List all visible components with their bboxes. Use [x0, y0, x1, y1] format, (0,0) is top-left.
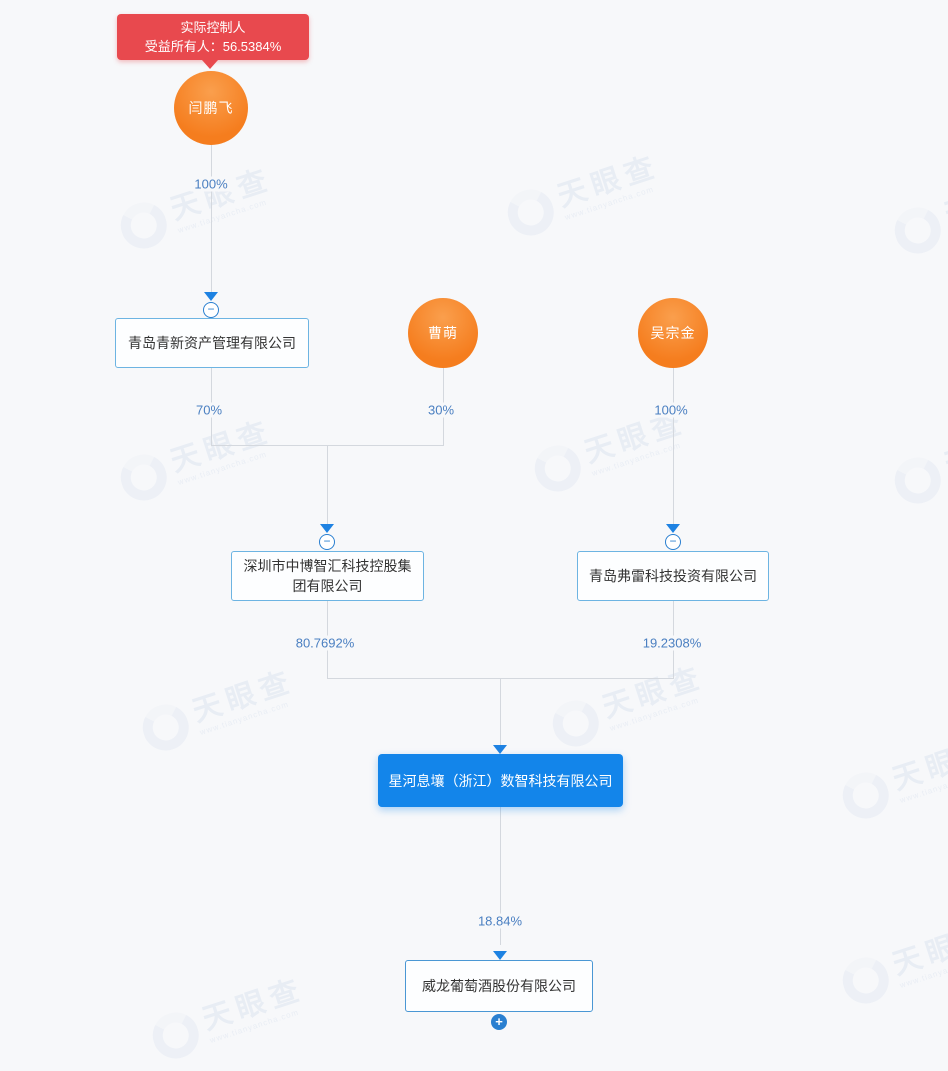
expand-icon[interactable]: + — [491, 1014, 507, 1030]
tianyancha-logo-icon — [501, 183, 560, 242]
shareholding-percent-xinghe-weilong: 18.84% — [473, 913, 527, 929]
arrow-down-icon — [666, 524, 680, 533]
tianyancha-logo-icon — [528, 439, 587, 498]
tianyancha-logo-icon — [836, 951, 895, 1010]
company-name: 青岛弗雷科技投资有限公司 — [589, 568, 757, 584]
company-name: 星河息壤（浙江）数智科技有限公司 — [388, 772, 613, 789]
tianyancha-logo-icon — [888, 201, 947, 260]
watermark-brand-text: 天眼查 — [166, 163, 277, 227]
actual-controller-badge: 实际控制人 受益所有人：56.5384% — [117, 14, 309, 60]
company-node-shenzhen-zhongbo[interactable]: 深圳市中博智汇科技控股集团有限公司 — [231, 551, 424, 601]
person-node-yanpengfei[interactable]: 闫鹏飞 — [174, 71, 248, 145]
arrow-down-icon — [493, 951, 507, 960]
badge-line2: 受益所有人：56.5384% — [144, 39, 282, 54]
connector-line — [500, 807, 501, 945]
badge-pointer — [202, 60, 218, 69]
company-node-xinghe-xirang[interactable]: 星河息壤（浙江）数智科技有限公司 — [378, 754, 623, 807]
tianyancha-logo-icon — [888, 451, 947, 510]
connector-line — [211, 145, 212, 292]
person-node-caomeng[interactable]: 曹萌 — [408, 298, 478, 368]
company-node-qingdao-qingxin[interactable]: 青岛青新资产管理有限公司 — [115, 318, 309, 368]
company-name: 威龙葡萄酒股份有限公司 — [422, 978, 576, 994]
shareholding-percent-zhongbo-xinghe: 80.7692% — [291, 635, 359, 651]
connector-line — [500, 678, 501, 745]
tianyancha-logo-icon — [114, 196, 173, 255]
tianyancha-logo-icon — [114, 448, 173, 507]
badge-line1: 实际控制人 — [180, 20, 246, 35]
arrow-down-icon — [204, 292, 218, 301]
shareholding-percent-fulei-xinghe: 19.2308% — [638, 635, 706, 651]
shareholding-percent-cao-zhongbo: 30% — [423, 402, 459, 418]
company-node-weilong[interactable]: 威龙葡萄酒股份有限公司 — [405, 960, 593, 1012]
company-name: 深圳市中博智汇科技控股集团有限公司 — [243, 558, 412, 594]
collapse-icon[interactable]: − — [203, 302, 219, 318]
arrow-down-icon — [493, 745, 507, 754]
tianyancha-logo-icon — [136, 698, 195, 757]
tianyancha-logo-icon — [146, 1006, 205, 1065]
collapse-icon[interactable]: − — [319, 534, 335, 550]
tianyancha-logo-icon — [836, 766, 895, 825]
shareholding-percent-qingxin-zhongbo: 70% — [191, 402, 227, 418]
tianyancha-logo-icon — [546, 694, 605, 753]
shareholding-percent-yan-qingxin: 100% — [190, 176, 232, 192]
arrow-down-icon — [320, 524, 334, 533]
company-name: 青岛青新资产管理有限公司 — [128, 335, 296, 351]
watermark-url-text: www.tianyancha.com — [176, 197, 268, 235]
person-name: 吴宗金 — [650, 325, 696, 341]
company-node-qingdao-fulei[interactable]: 青岛弗雷科技投资有限公司 — [577, 551, 769, 601]
connector-line — [327, 445, 328, 524]
connector-line — [673, 368, 674, 524]
person-name: 曹萌 — [428, 325, 458, 341]
person-node-wuzongjin[interactable]: 吴宗金 — [638, 298, 708, 368]
collapse-icon[interactable]: − — [665, 534, 681, 550]
shareholding-percent-wu-fulei: 100% — [650, 402, 692, 418]
person-name: 闫鹏飞 — [188, 100, 234, 116]
